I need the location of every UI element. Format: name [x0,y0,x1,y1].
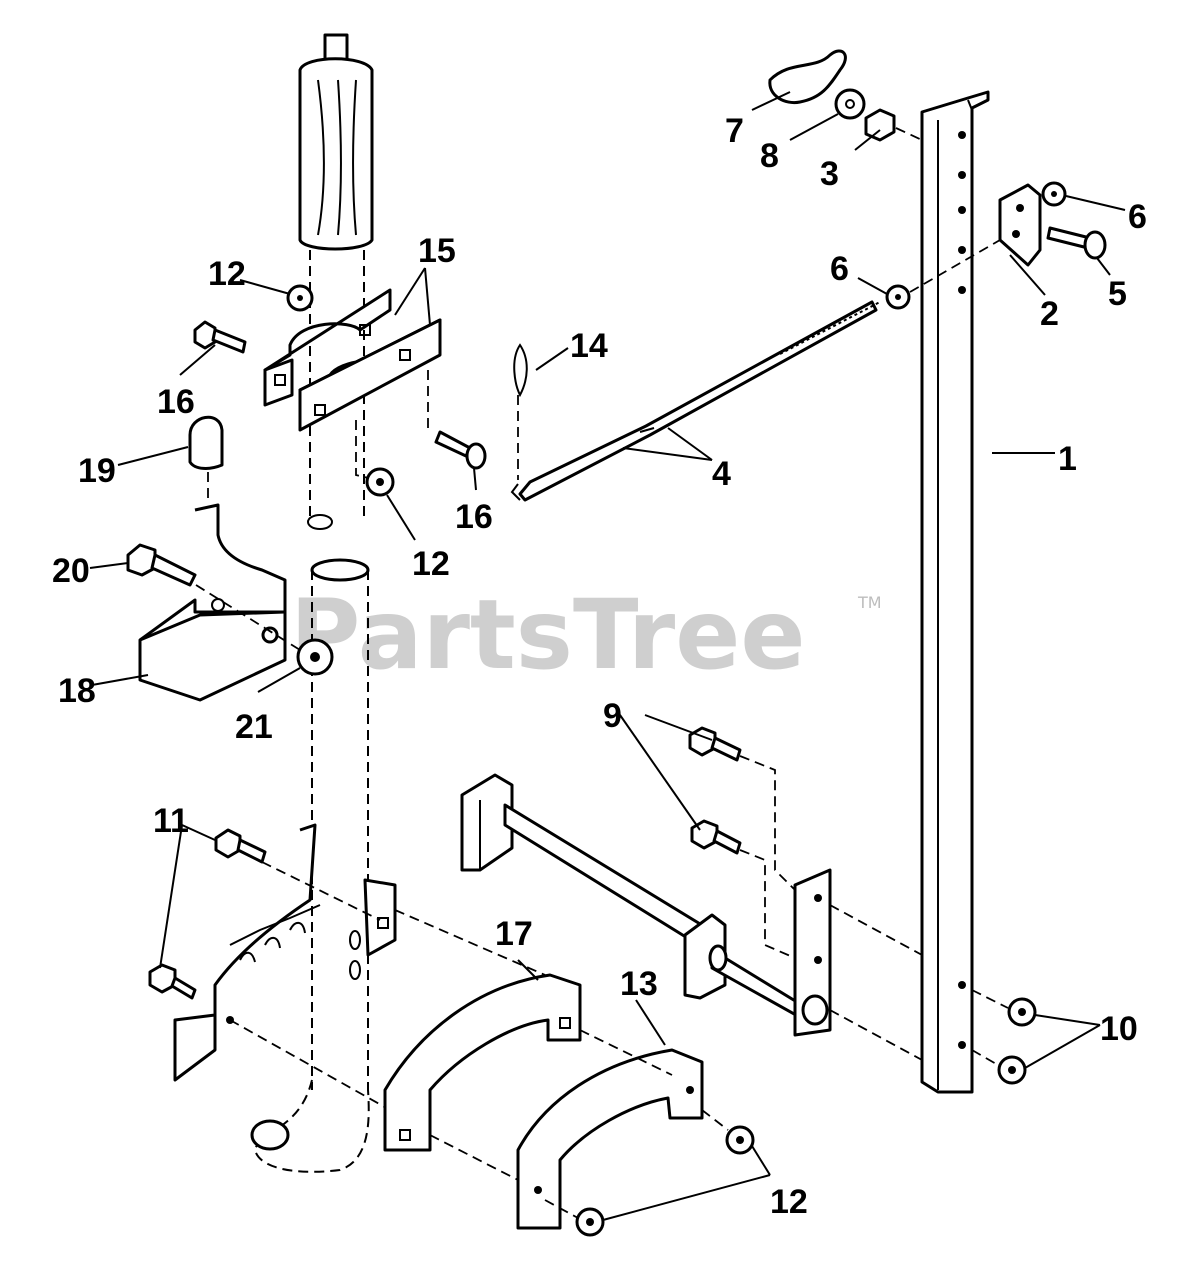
part-13-arc-plate[interactable] [516,1048,704,1230]
part-10-nut-bottom[interactable] [997,1055,1027,1085]
callout-12-middle: 12 [412,545,450,583]
callout-12-top: 12 [208,255,246,293]
callout-16-right: 16 [455,498,493,536]
callout-6-left: 6 [830,250,849,288]
callout-10: 10 [1100,1010,1138,1048]
callout-17: 17 [495,915,533,953]
part-17-arc-plate[interactable] [383,973,582,1152]
part-14-hairpin-clip[interactable] [513,343,528,480]
part-6-nut-left[interactable] [885,284,911,310]
part-19-cap[interactable] [188,415,224,470]
callout-16-left: 16 [157,383,195,421]
callout-14: 14 [570,327,608,365]
callout-21: 21 [235,708,273,746]
part-12-nut-top[interactable] [286,284,314,312]
part-1-vertical-bar[interactable] [920,90,990,1094]
callout-20: 20 [52,552,90,590]
part-12-nut-bottom-right[interactable] [725,1125,755,1155]
part-18-bracket[interactable] [138,503,287,702]
callout-13: 13 [620,965,658,1003]
callout-12-bottom: 12 [770,1183,808,1221]
part-16-bolt-right[interactable] [434,430,487,470]
callout-3: 3 [820,155,839,193]
part-3-nut[interactable] [864,108,896,142]
pivot-plate-left[interactable] [173,823,397,1082]
callout-7: 7 [725,112,744,150]
part-7-wing-nut[interactable] [768,49,847,105]
callout-2: 2 [1040,295,1059,333]
watermark: PartsTree [290,579,805,691]
part-9-bolt-top[interactable] [688,726,742,762]
part-16-bolt-left[interactable] [193,320,247,354]
part-8-washer[interactable] [834,88,866,120]
part-12-nut-bottom-left[interactable] [575,1207,605,1237]
callout-8: 8 [760,137,779,175]
watermark-trademark: TM [857,593,882,612]
callout-11: 11 [153,802,189,840]
lower-tube[interactable] [250,558,370,1173]
callout-18: 18 [58,672,96,710]
callout-5: 5 [1108,275,1127,313]
part-15-clamp[interactable] [263,288,442,432]
part-20-bolt[interactable] [126,543,197,587]
part-12-nut-middle[interactable] [365,467,395,497]
part-10-nut-top[interactable] [1007,997,1037,1027]
part-4-rod[interactable] [510,300,881,502]
part-21-nut[interactable] [296,638,334,676]
callout-15: 15 [418,232,456,270]
callout-19: 19 [78,452,116,490]
part-6-nut-right[interactable] [1041,181,1067,207]
part-2-bracket[interactable] [998,183,1042,267]
callout-6-right: 6 [1128,198,1147,236]
callout-1: 1 [1058,440,1077,478]
handle-grip[interactable] [298,33,374,251]
part-11-bolt-top[interactable] [214,828,267,864]
cross-shaft-assembly[interactable] [460,773,832,1037]
part-9-bolt-bottom[interactable] [690,819,742,855]
callout-9: 9 [603,697,622,735]
part-11-bolt-bottom[interactable] [148,963,197,1000]
callout-4: 4 [712,455,731,493]
part-5-bolt[interactable] [1046,226,1107,260]
